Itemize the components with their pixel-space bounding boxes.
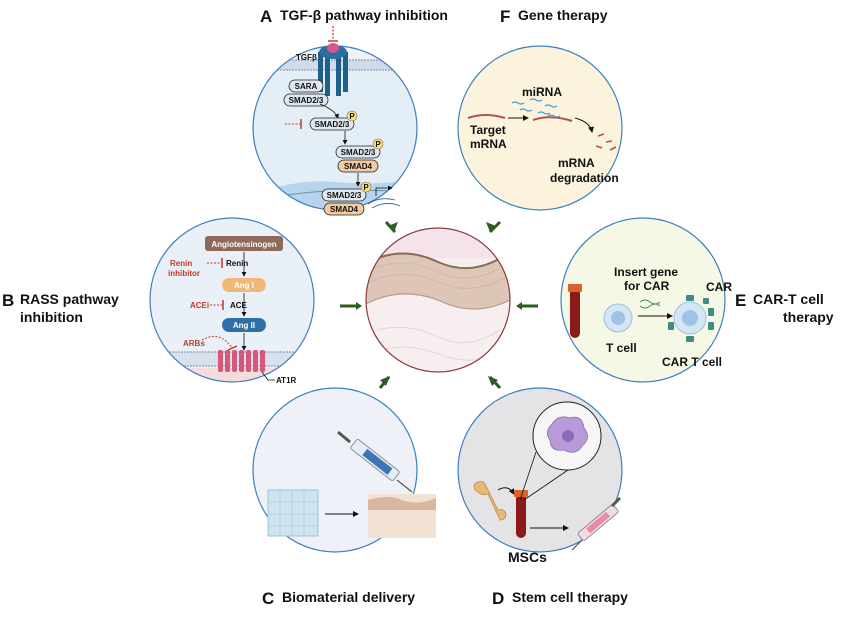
svg-text:A: A [260, 7, 272, 26]
svg-text:TGF-β pathway inhibition: TGF-β pathway inhibition [280, 7, 448, 23]
panel-e-title: E CAR-T cell therapy [735, 291, 834, 325]
smad23-node-1: SMAD2/3 [283, 93, 329, 107]
svg-text:Stem cell therapy: Stem cell therapy [512, 589, 628, 605]
svg-text:therapy: therapy [783, 309, 834, 325]
svg-text:SMAD2/3: SMAD2/3 [315, 120, 350, 129]
svg-text:Gene therapy: Gene therapy [518, 7, 608, 23]
panel-c-title: C Biomaterial delivery [262, 589, 415, 608]
smad4-node-2: SMAD4 [323, 202, 365, 216]
pink-syringe [571, 496, 622, 551]
acei-label: ACEi [190, 301, 209, 310]
skin-block [368, 494, 436, 538]
car-t-cell-label: CAR T cell [662, 355, 722, 369]
bone [473, 481, 507, 521]
arrow-from-a [388, 222, 398, 232]
car-label: CAR [706, 280, 732, 294]
target-label-1: Target [470, 123, 506, 137]
t-cell-label: T cell [606, 341, 637, 355]
bound-mrna-strand [532, 116, 573, 122]
panel-f-circle [457, 45, 623, 211]
target-label-2: mRNA [470, 137, 507, 151]
t-cell [603, 303, 633, 333]
mscs-label: MSCs [508, 549, 547, 565]
svg-text:inhibition: inhibition [20, 309, 83, 325]
car-gene-helix [639, 299, 661, 309]
green-arrows [340, 220, 538, 390]
target-mrna-strand [467, 114, 506, 119]
arrow-from-e [516, 302, 522, 310]
smad4-node-1: SMAD4 [337, 159, 379, 173]
ang2-node: Ang II [222, 318, 266, 332]
angiotensinogen-node: Angiotensinogen [205, 236, 283, 251]
svg-text:E: E [735, 291, 746, 310]
sara-node: SARA [288, 79, 324, 93]
svg-text:SMAD2/3: SMAD2/3 [327, 191, 362, 200]
car-t-cell [668, 295, 714, 342]
tgfb-label: TGFβ [296, 53, 317, 62]
blood-tube [568, 284, 582, 338]
dna-helix [367, 198, 401, 209]
svg-text:SMAD4: SMAD4 [344, 162, 373, 171]
biomaterial-scaffold [267, 489, 319, 537]
syringe [337, 430, 413, 493]
smad23-node-4: SMAD2/3 P [321, 181, 372, 202]
svg-text:SMAD2/3: SMAD2/3 [341, 148, 376, 157]
smad23-node-2: SMAD2/3 P [309, 110, 358, 131]
renin-label: Renin [226, 259, 248, 268]
svg-text:SMAD2/3: SMAD2/3 [289, 96, 324, 105]
arbs-label: ARBs [183, 339, 205, 348]
renin-inhibitor-label-2: inhibitor [168, 269, 200, 278]
panel-a-title: A TGF-β pathway inhibition [260, 7, 448, 26]
degradation-label-1: mRNA [558, 156, 595, 170]
mirna-strands [511, 98, 558, 115]
smad23-node-3: SMAD2/3 P [335, 138, 384, 159]
msc-magnified-cell [532, 401, 602, 471]
svg-text:P: P [375, 140, 381, 149]
svg-text:B: B [2, 291, 14, 310]
degradation-label-2: degradation [550, 171, 619, 185]
svg-text:CAR-T cell: CAR-T cell [753, 291, 824, 307]
at1r-receptor [218, 350, 265, 372]
svg-text:Ang II: Ang II [233, 321, 255, 330]
msc-tube [514, 490, 528, 538]
ace-label: ACE [230, 301, 248, 310]
panel-d-title: D Stem cell therapy [492, 589, 628, 608]
insert-gene-label-2: for CAR [624, 279, 670, 293]
svg-text:C: C [262, 589, 274, 608]
renin-inhibitor-label-1: Renin [170, 259, 192, 268]
svg-text:F: F [500, 7, 510, 26]
insert-gene-label-1: Insert gene [614, 265, 678, 279]
ang1-node: Ang I [222, 278, 266, 292]
degraded-fragments [595, 133, 617, 151]
svg-text:SMAD4: SMAD4 [330, 205, 359, 214]
arrow-from-b [356, 302, 362, 310]
svg-text:Biomaterial delivery: Biomaterial delivery [282, 589, 415, 605]
svg-text:P: P [349, 112, 355, 121]
mirna-label: miRNA [522, 85, 562, 99]
arrow-from-f [486, 222, 496, 232]
svg-text:RASS pathway: RASS pathway [20, 291, 119, 307]
svg-text:Angiotensinogen: Angiotensinogen [211, 240, 276, 249]
panel-f-title: F Gene therapy [500, 7, 608, 26]
center-tissue [365, 227, 511, 373]
svg-text:Ang I: Ang I [234, 281, 254, 290]
panel-b-title: B RASS pathway inhibition [2, 291, 119, 325]
svg-text:SARA: SARA [295, 82, 318, 91]
at1r-label: AT1R [276, 376, 297, 385]
svg-text:D: D [492, 589, 504, 608]
tgfb-receptor [318, 26, 348, 96]
svg-text:P: P [363, 183, 369, 192]
